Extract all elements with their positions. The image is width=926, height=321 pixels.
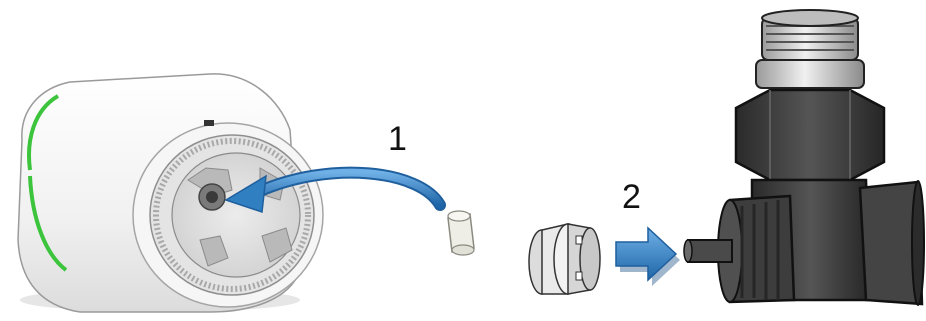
pin-insert (447, 210, 475, 256)
curved-arrow (224, 166, 446, 214)
straight-arrow (615, 226, 680, 286)
radiator-valve (683, 9, 925, 306)
thermostat-head (17, 73, 324, 313)
step-2-label: 2 (622, 178, 641, 216)
led-ring (27, 94, 60, 171)
valve-adapter (528, 223, 601, 295)
step-1-label: 1 (388, 120, 407, 158)
